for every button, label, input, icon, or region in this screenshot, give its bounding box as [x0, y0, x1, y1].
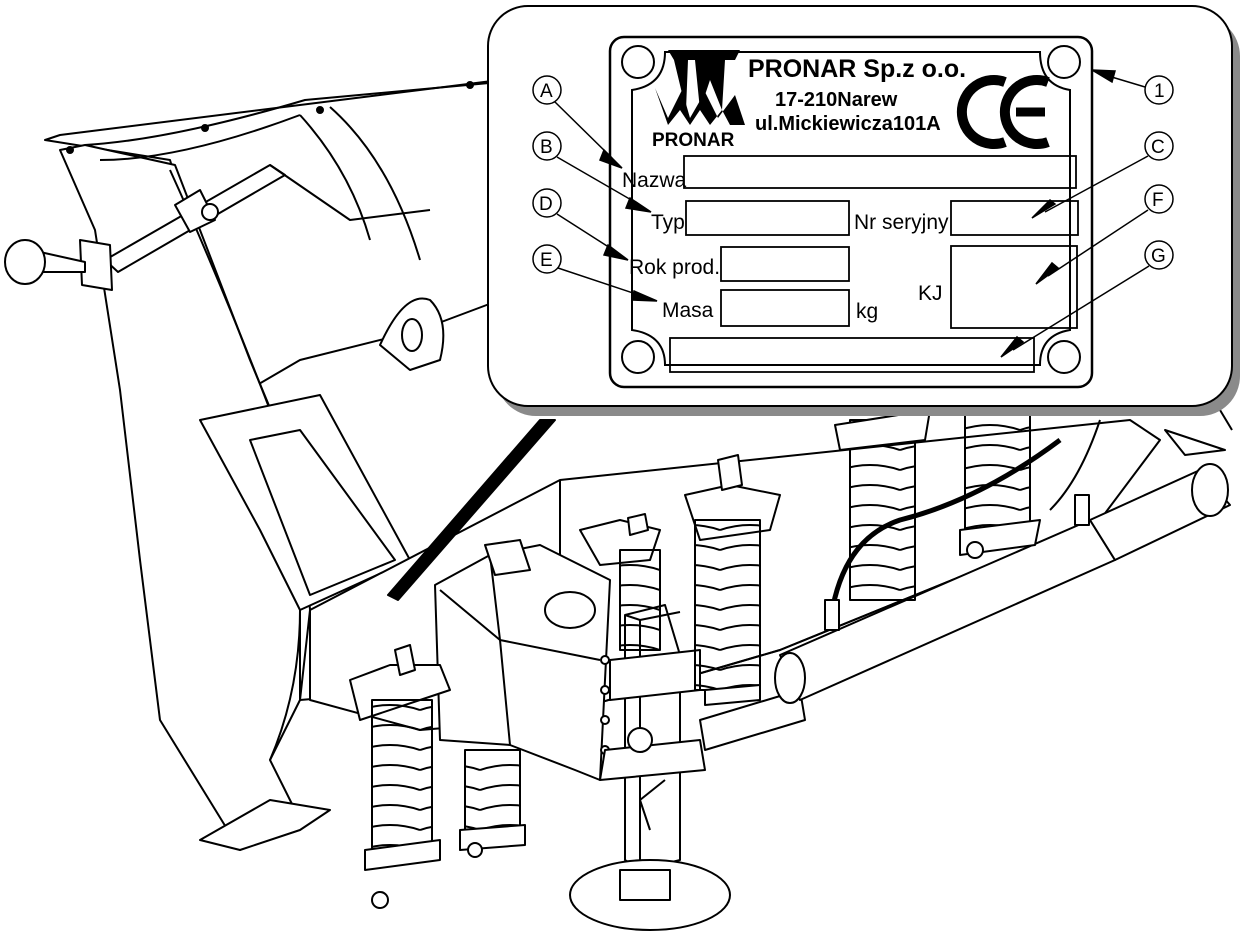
mounting-hole-bottom-right: [1047, 340, 1081, 374]
mounting-hole-bottom-left: [621, 340, 655, 374]
field-box-type: [685, 200, 850, 236]
callout-g: G: [1000, 240, 1174, 358]
springs: [349, 404, 1041, 909]
field-box-serial: [950, 200, 1079, 236]
spring-rear-left: [459, 749, 526, 858]
mounting-hole-top-right: [1047, 45, 1081, 79]
ce-mark-text: CE: [0, 0, 2, 1]
callout-letter-d: D: [539, 194, 553, 215]
company-name: PRONAR Sp.z o.o.: [748, 55, 966, 83]
plate-pointer: [387, 419, 556, 601]
spring-right-a: [834, 409, 931, 601]
callout-letter-g: G: [1151, 246, 1166, 267]
field-label-serial: Nr seryjny: [854, 211, 949, 234]
mounting-hole-top-left: [621, 45, 655, 79]
field-box-year: [720, 246, 850, 282]
spring-middle: [684, 454, 781, 706]
snow-plough-drawing: [4, 79, 1233, 931]
callout-b: B: [532, 131, 652, 213]
nameplate-inset: PRONAR PRONAR Sp.z o.o. 17-210Narew ul.M…: [0, 0, 1240, 416]
callout-e: E: [532, 244, 658, 302]
marker-rod: [4, 164, 431, 291]
callout-letter-b: B: [540, 137, 553, 158]
callout-letter-c: C: [1151, 137, 1165, 158]
callouts: A B D E: [532, 69, 1174, 358]
pronar-logo: PRONAR: [652, 50, 745, 151]
field-box-name: [683, 155, 1077, 189]
ce-mark: CE: [0, 0, 1050, 149]
field-box-kj: [950, 245, 1078, 329]
callout-letter-a: A: [540, 81, 553, 102]
company-street: ul.Mickiewicza101A: [755, 113, 941, 135]
callout-letter-f: F: [1152, 190, 1164, 211]
callout-f: F: [1035, 184, 1174, 285]
mounting-bracket: [434, 539, 611, 781]
callout-c: C: [1031, 131, 1174, 219]
field-label-year: Rok prod.: [629, 256, 720, 279]
spring-right-b: [959, 404, 1041, 559]
nameplate: PRONAR PRONAR Sp.z o.o. 17-210Narew ul.M…: [0, 0, 1094, 389]
field-label-name: Nazwa: [622, 169, 687, 192]
field-label-kj: KJ: [918, 282, 943, 305]
spring-front-left: [349, 644, 451, 909]
company-postal: 17-210Narew: [775, 89, 898, 111]
callout-number-1: 1: [1154, 81, 1165, 102]
field-label-mass-unit: kg: [856, 300, 878, 323]
callout-1: 1: [1091, 69, 1174, 105]
field-label-type: Typ: [651, 211, 685, 234]
spring-front-centre: [579, 513, 661, 651]
field-label-mass: Masa: [662, 299, 714, 322]
callout-a: A: [532, 75, 623, 169]
callout-letter-e: E: [540, 250, 553, 271]
field-box-mass: [720, 289, 850, 327]
callout-d: D: [532, 188, 629, 261]
logo-text: PRONAR: [652, 130, 735, 151]
field-box-bottom: [669, 337, 1035, 373]
